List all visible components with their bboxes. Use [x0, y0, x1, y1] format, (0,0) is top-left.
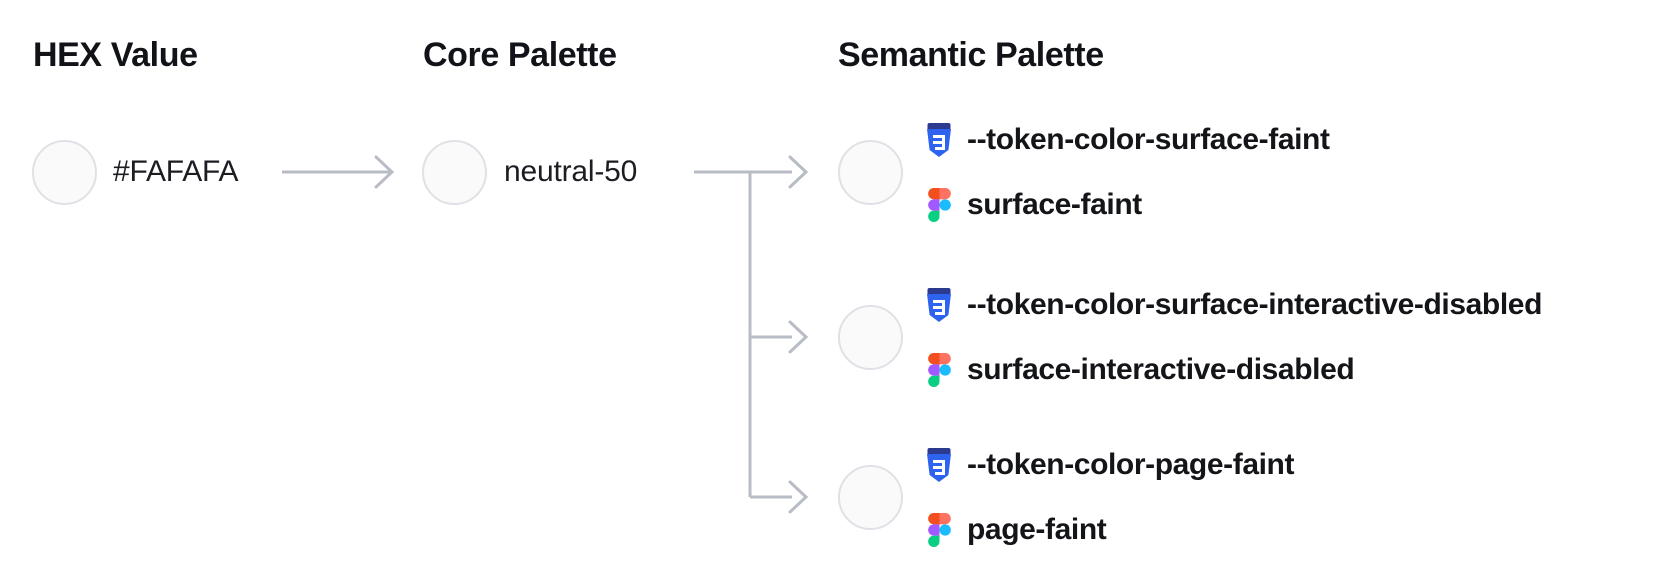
column-header-hex: HEX Value [33, 36, 198, 74]
css3-badge-icon [926, 447, 952, 483]
css-token-name: --token-color-page-faint [967, 448, 1295, 481]
semantic-token-row: --token-color-page-faint page-faint [926, 445, 1294, 550]
figma-token-line: surface-faint [926, 185, 1330, 225]
css-token-line: --token-color-page-faint [926, 445, 1294, 485]
figma-token-line: page-faint [926, 510, 1294, 550]
css3-badge-icon [926, 287, 952, 323]
semantic-token-row: --token-color-surface-faint surface-fain… [926, 120, 1330, 225]
semantic-swatch-surface-interactive-disabled [838, 305, 903, 370]
figma-logo-icon [926, 187, 952, 223]
figma-token-name: surface-faint [967, 188, 1142, 221]
figma-logo-icon [926, 352, 952, 388]
hex-value-label: #FAFAFA [113, 155, 239, 188]
css-token-line: --token-color-surface-interactive-disabl… [926, 285, 1542, 325]
core-color-swatch [422, 140, 487, 205]
css3-badge-icon [926, 122, 952, 158]
css-token-line: --token-color-surface-faint [926, 120, 1330, 160]
semantic-swatch-page-faint [838, 465, 903, 530]
figma-logo-icon [926, 512, 952, 548]
core-name-label: neutral-50 [504, 155, 638, 188]
column-header-semantic: Semantic Palette [838, 36, 1104, 74]
semantic-swatch-surface-faint [838, 140, 903, 205]
figma-token-name: surface-interactive-disabled [967, 353, 1355, 386]
figma-token-name: page-faint [967, 513, 1107, 546]
figma-token-line: surface-interactive-disabled [926, 350, 1542, 390]
hex-color-swatch [32, 140, 97, 205]
semantic-token-row: --token-color-surface-interactive-disabl… [926, 285, 1542, 390]
css-token-name: --token-color-surface-interactive-disabl… [967, 288, 1542, 321]
css-token-name: --token-color-surface-faint [967, 123, 1330, 156]
column-header-core: Core Palette [423, 36, 617, 74]
